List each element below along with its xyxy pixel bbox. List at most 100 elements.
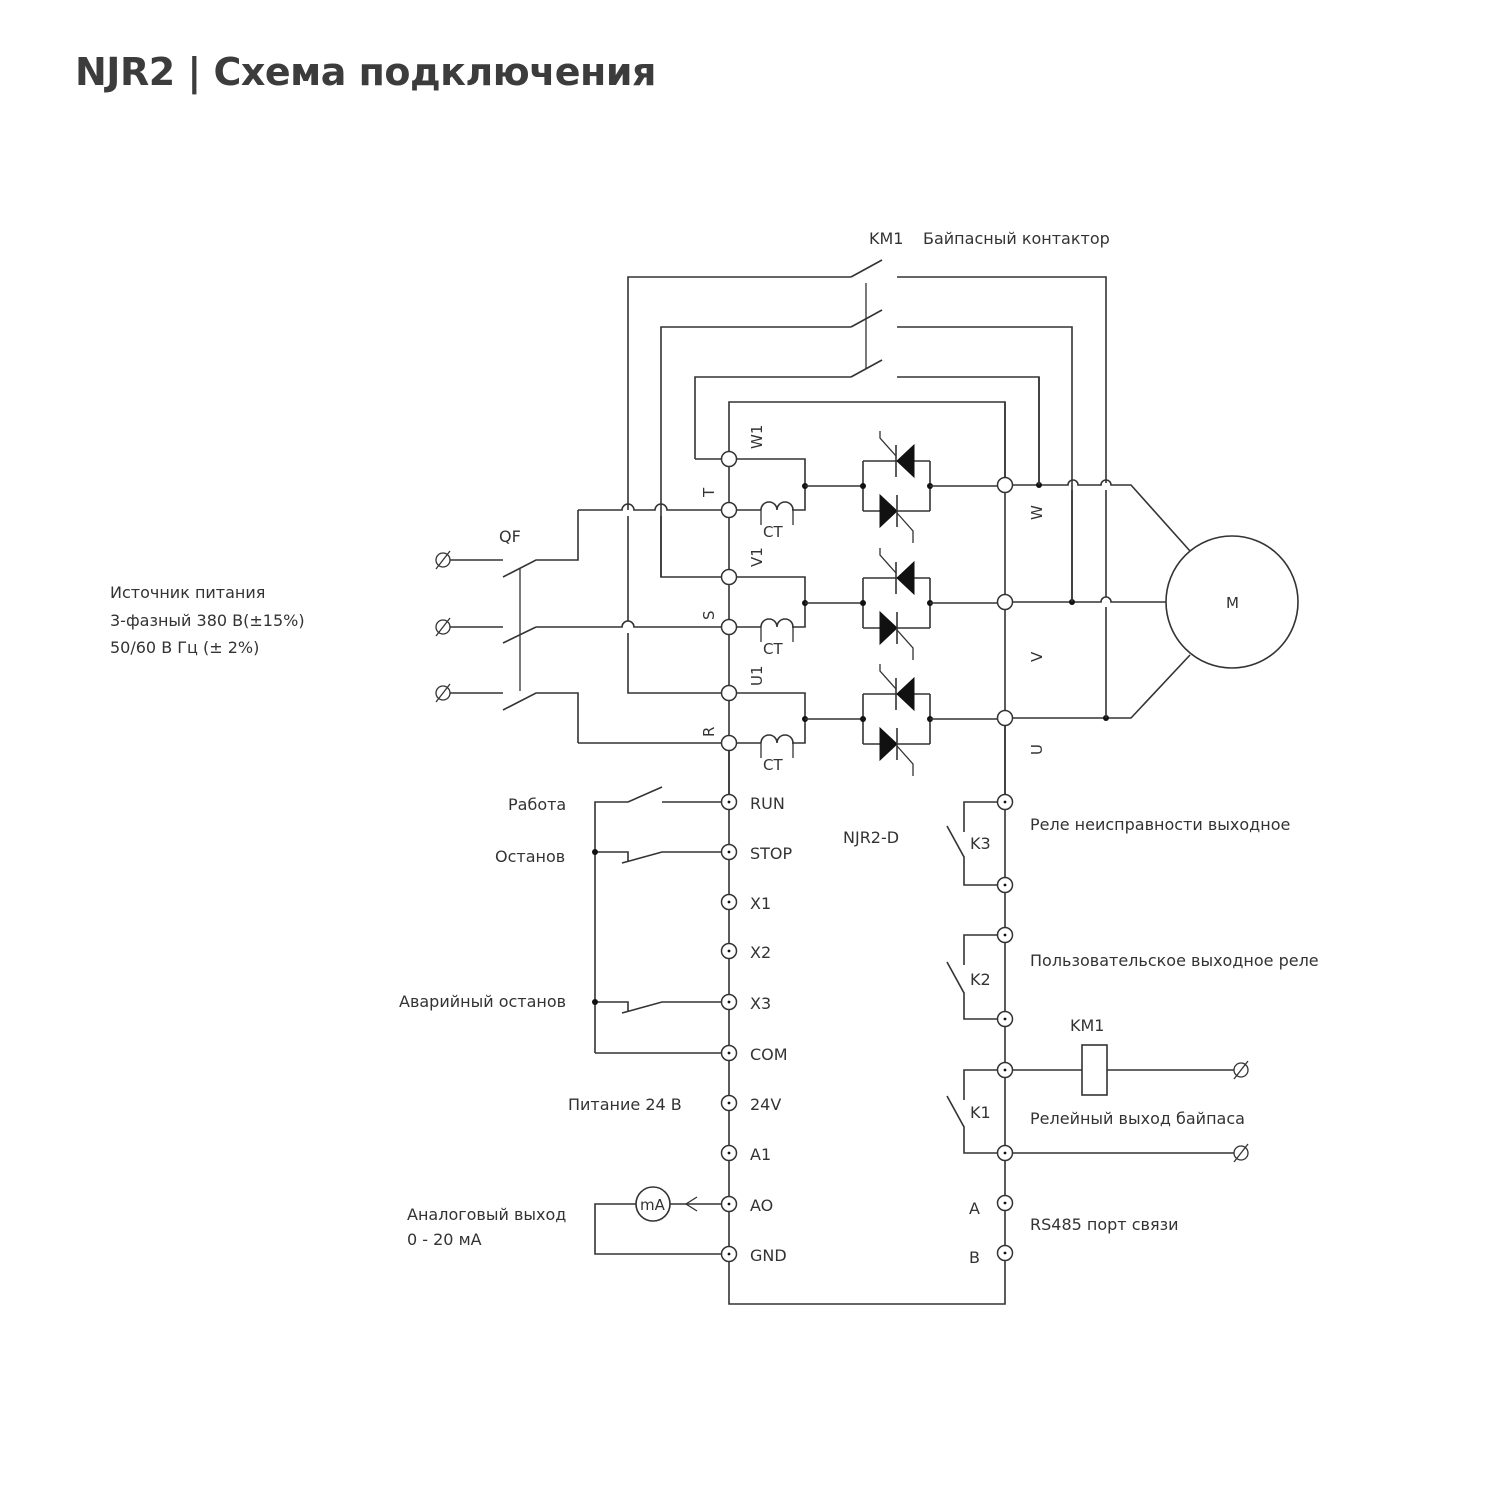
relay-terminal bbox=[996, 1144, 1014, 1162]
label-v: V bbox=[1028, 651, 1046, 662]
label-w1: W1 bbox=[748, 425, 766, 449]
supply-terminal-icon bbox=[1233, 1060, 1249, 1080]
k1-label: K1 bbox=[970, 1103, 991, 1122]
label-w: W bbox=[1028, 505, 1046, 520]
relay-terminal bbox=[996, 1194, 1014, 1212]
motor-wiring bbox=[1013, 377, 1191, 721]
control-terminal-label: AO bbox=[750, 1196, 773, 1215]
label-analog-output: Аналоговый выход bbox=[407, 1205, 566, 1224]
k2-description: Пользовательское выходное реле bbox=[1030, 951, 1319, 970]
control-terminal-label: X1 bbox=[750, 894, 771, 913]
supply-terminal-icon bbox=[435, 550, 451, 570]
terminal-v bbox=[996, 593, 1014, 611]
label-r: R bbox=[700, 727, 718, 737]
terminal-v1 bbox=[720, 568, 738, 586]
current-transformer-icon bbox=[760, 618, 794, 642]
k3-label: K3 bbox=[970, 834, 991, 853]
supply-terminal-icon bbox=[435, 683, 451, 703]
relay-terminal bbox=[996, 1010, 1014, 1028]
label-u1: U1 bbox=[748, 665, 766, 686]
control-terminal-label: RUN bbox=[750, 794, 785, 813]
current-transformer-icon bbox=[760, 501, 794, 525]
thyristor-pair-icon bbox=[860, 431, 933, 543]
relay-terminal bbox=[996, 876, 1014, 894]
label-t: T bbox=[700, 487, 718, 498]
rs485-b-label: B bbox=[969, 1248, 980, 1267]
label-estop-switch: Аварийный останов bbox=[399, 992, 566, 1011]
label-v1: V1 bbox=[748, 547, 766, 567]
control-terminal-label: X2 bbox=[750, 943, 771, 962]
control-terminal-x3: X3 bbox=[720, 993, 771, 1013]
control-terminal-label: A1 bbox=[750, 1145, 771, 1164]
label-stop-switch: Останов bbox=[495, 847, 565, 866]
terminal-u1 bbox=[720, 684, 738, 702]
km1-description: Байпасный контактор bbox=[923, 229, 1110, 248]
label-analog-range: 0 - 20 мА bbox=[407, 1230, 482, 1249]
rs485-a-label: A bbox=[969, 1199, 980, 1218]
phase-modules: CT CT CT bbox=[737, 431, 997, 776]
km1-label: KM1 bbox=[869, 229, 903, 248]
power-source-line3: 50/60 В Гц (± 2%) bbox=[110, 638, 259, 657]
km1-coil-icon bbox=[1081, 1044, 1108, 1096]
control-terminal-x1: X1 bbox=[720, 893, 771, 913]
input-lines bbox=[536, 503, 721, 744]
bypass-contactor: KM1 Байпасный контактор bbox=[627, 229, 1110, 602]
page-title: NJR2 | Схема подключения bbox=[75, 50, 656, 94]
phase-module: CT bbox=[737, 431, 997, 543]
terminal-w1 bbox=[720, 450, 738, 468]
rs485-description: RS485 порт связи bbox=[1030, 1215, 1178, 1234]
label-s: S bbox=[700, 610, 718, 620]
label-run-switch: Работа bbox=[508, 795, 566, 814]
terminal-r bbox=[720, 734, 738, 752]
device-label: NJR2-D bbox=[843, 828, 899, 847]
circuit-breaker-qf: QF bbox=[435, 510, 579, 743]
control-terminal-stop: STOP bbox=[720, 843, 793, 863]
terminal-s bbox=[720, 618, 738, 636]
relay-terminal bbox=[996, 926, 1014, 944]
control-terminal-a1: A1 bbox=[720, 1144, 771, 1164]
control-terminal-gnd: GND bbox=[720, 1245, 787, 1265]
thyristor-pair-icon bbox=[860, 664, 933, 776]
relay-terminal bbox=[996, 1061, 1014, 1079]
relay-terminal bbox=[996, 1244, 1014, 1262]
power-source-line2: 3-фазный 380 В(±15%) bbox=[110, 611, 305, 630]
label-u: U bbox=[1028, 744, 1046, 755]
control-terminal-label: X3 bbox=[750, 994, 771, 1013]
control-terminal-com: COM bbox=[720, 1044, 788, 1064]
ct-label: CT bbox=[763, 523, 783, 541]
power-source-line1: Источник питания bbox=[110, 583, 265, 602]
motor-label: M bbox=[1226, 594, 1239, 612]
ct-label: CT bbox=[763, 640, 783, 658]
supply-terminal-icon bbox=[435, 617, 451, 637]
qf-label: QF bbox=[499, 527, 521, 546]
supply-terminal-icon bbox=[1233, 1143, 1249, 1163]
control-terminal-label: COM bbox=[750, 1045, 788, 1064]
control-terminal-run: RUN bbox=[720, 793, 785, 813]
motor: M bbox=[1165, 535, 1299, 669]
km1-coil-label: KM1 bbox=[1070, 1016, 1104, 1035]
label-24v-supply: Питание 24 В bbox=[568, 1095, 682, 1114]
phase-module: CT bbox=[737, 664, 997, 776]
k2-label: K2 bbox=[970, 970, 991, 989]
control-terminal-x2: X2 bbox=[720, 942, 771, 962]
current-transformer-icon bbox=[760, 734, 794, 758]
ct-label: CT bbox=[763, 756, 783, 774]
control-terminal-24v: 24V bbox=[720, 1094, 781, 1114]
control-terminal-label: STOP bbox=[750, 844, 793, 863]
output-terminal-column: W V U bbox=[996, 402, 1046, 794]
control-switches: mA Работа Останов Аварийный останов Пита… bbox=[399, 786, 899, 1255]
relay-terminal bbox=[996, 793, 1014, 811]
terminal-w bbox=[996, 476, 1014, 494]
control-terminal-label: 24V bbox=[750, 1095, 781, 1114]
thyristor-pair-icon bbox=[860, 548, 933, 660]
control-terminal-label: GND bbox=[750, 1246, 787, 1265]
phase-module: CT bbox=[737, 548, 997, 660]
control-terminal-ao: AO bbox=[720, 1195, 773, 1215]
power-source: Источник питания 3-фазный 380 В(±15%) 50… bbox=[110, 583, 305, 657]
k3-description: Реле неисправности выходное bbox=[1030, 815, 1290, 834]
meter-label: mA bbox=[640, 1196, 666, 1214]
relay-outputs: K3 Реле неисправности выходное K2 Пользо… bbox=[946, 801, 1319, 1267]
terminal-t bbox=[720, 501, 738, 519]
k1-description: Релейный выход байпаса bbox=[1030, 1109, 1245, 1128]
